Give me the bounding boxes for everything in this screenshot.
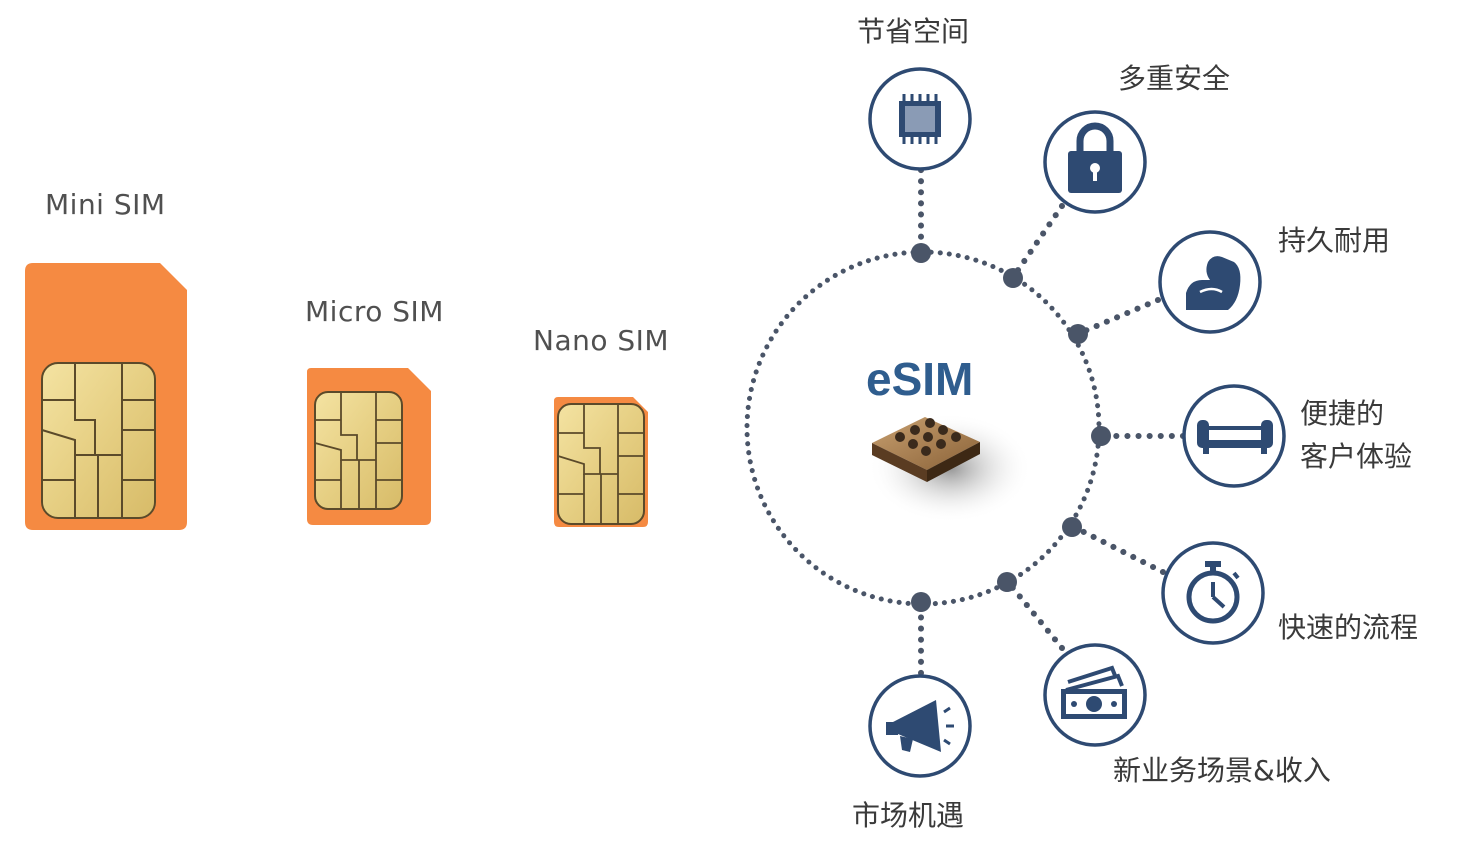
benefit-label-business: 新业务场景&收入	[1113, 754, 1331, 787]
sofa-icon	[1197, 420, 1273, 454]
connector-durable	[1077, 297, 1161, 336]
node-process	[1062, 517, 1082, 537]
micro-sim-card	[307, 368, 431, 525]
node-security	[1003, 268, 1023, 288]
node-experience	[1091, 426, 1111, 446]
stopwatch-icon	[1186, 561, 1240, 624]
benefit-label-process: 快速的流程	[1278, 611, 1419, 644]
benefit-label-durable: 持久耐用	[1278, 224, 1391, 257]
money-icon	[1061, 665, 1127, 719]
benefit-label-market: 市场机遇	[852, 799, 965, 832]
flexed-arm-icon	[1186, 256, 1241, 310]
mini-sim-chip	[41, 362, 156, 519]
mini-sim-label: Mini SIM	[45, 188, 166, 221]
nano-sim-card	[554, 397, 648, 527]
node-market	[911, 592, 931, 612]
node-business	[997, 572, 1017, 592]
nano-sim-chip	[557, 403, 645, 525]
micro-sim-chip	[314, 391, 403, 510]
lock-icon	[1068, 122, 1122, 193]
benefit-label-security: 多重安全	[1118, 62, 1231, 95]
benefit-label-experience-line1: 便捷的	[1300, 397, 1385, 430]
chip-icon	[899, 94, 941, 144]
connector-business	[1005, 579, 1065, 651]
esim-chip-graphic	[868, 413, 1032, 523]
megaphone-icon	[886, 700, 954, 752]
node-space	[911, 243, 931, 263]
nano-sim-label: Nano SIM	[533, 324, 670, 357]
benefit-label-space: 节省空间	[857, 15, 970, 48]
esim-title: eSIM	[866, 353, 974, 405]
benefit-label-experience-line2: 客户体验	[1300, 440, 1413, 473]
micro-sim-label: Micro SIM	[305, 295, 444, 328]
connector-security	[1011, 203, 1065, 279]
connector-process	[1071, 524, 1166, 575]
mini-sim-card	[25, 263, 187, 530]
node-durable	[1068, 324, 1088, 344]
